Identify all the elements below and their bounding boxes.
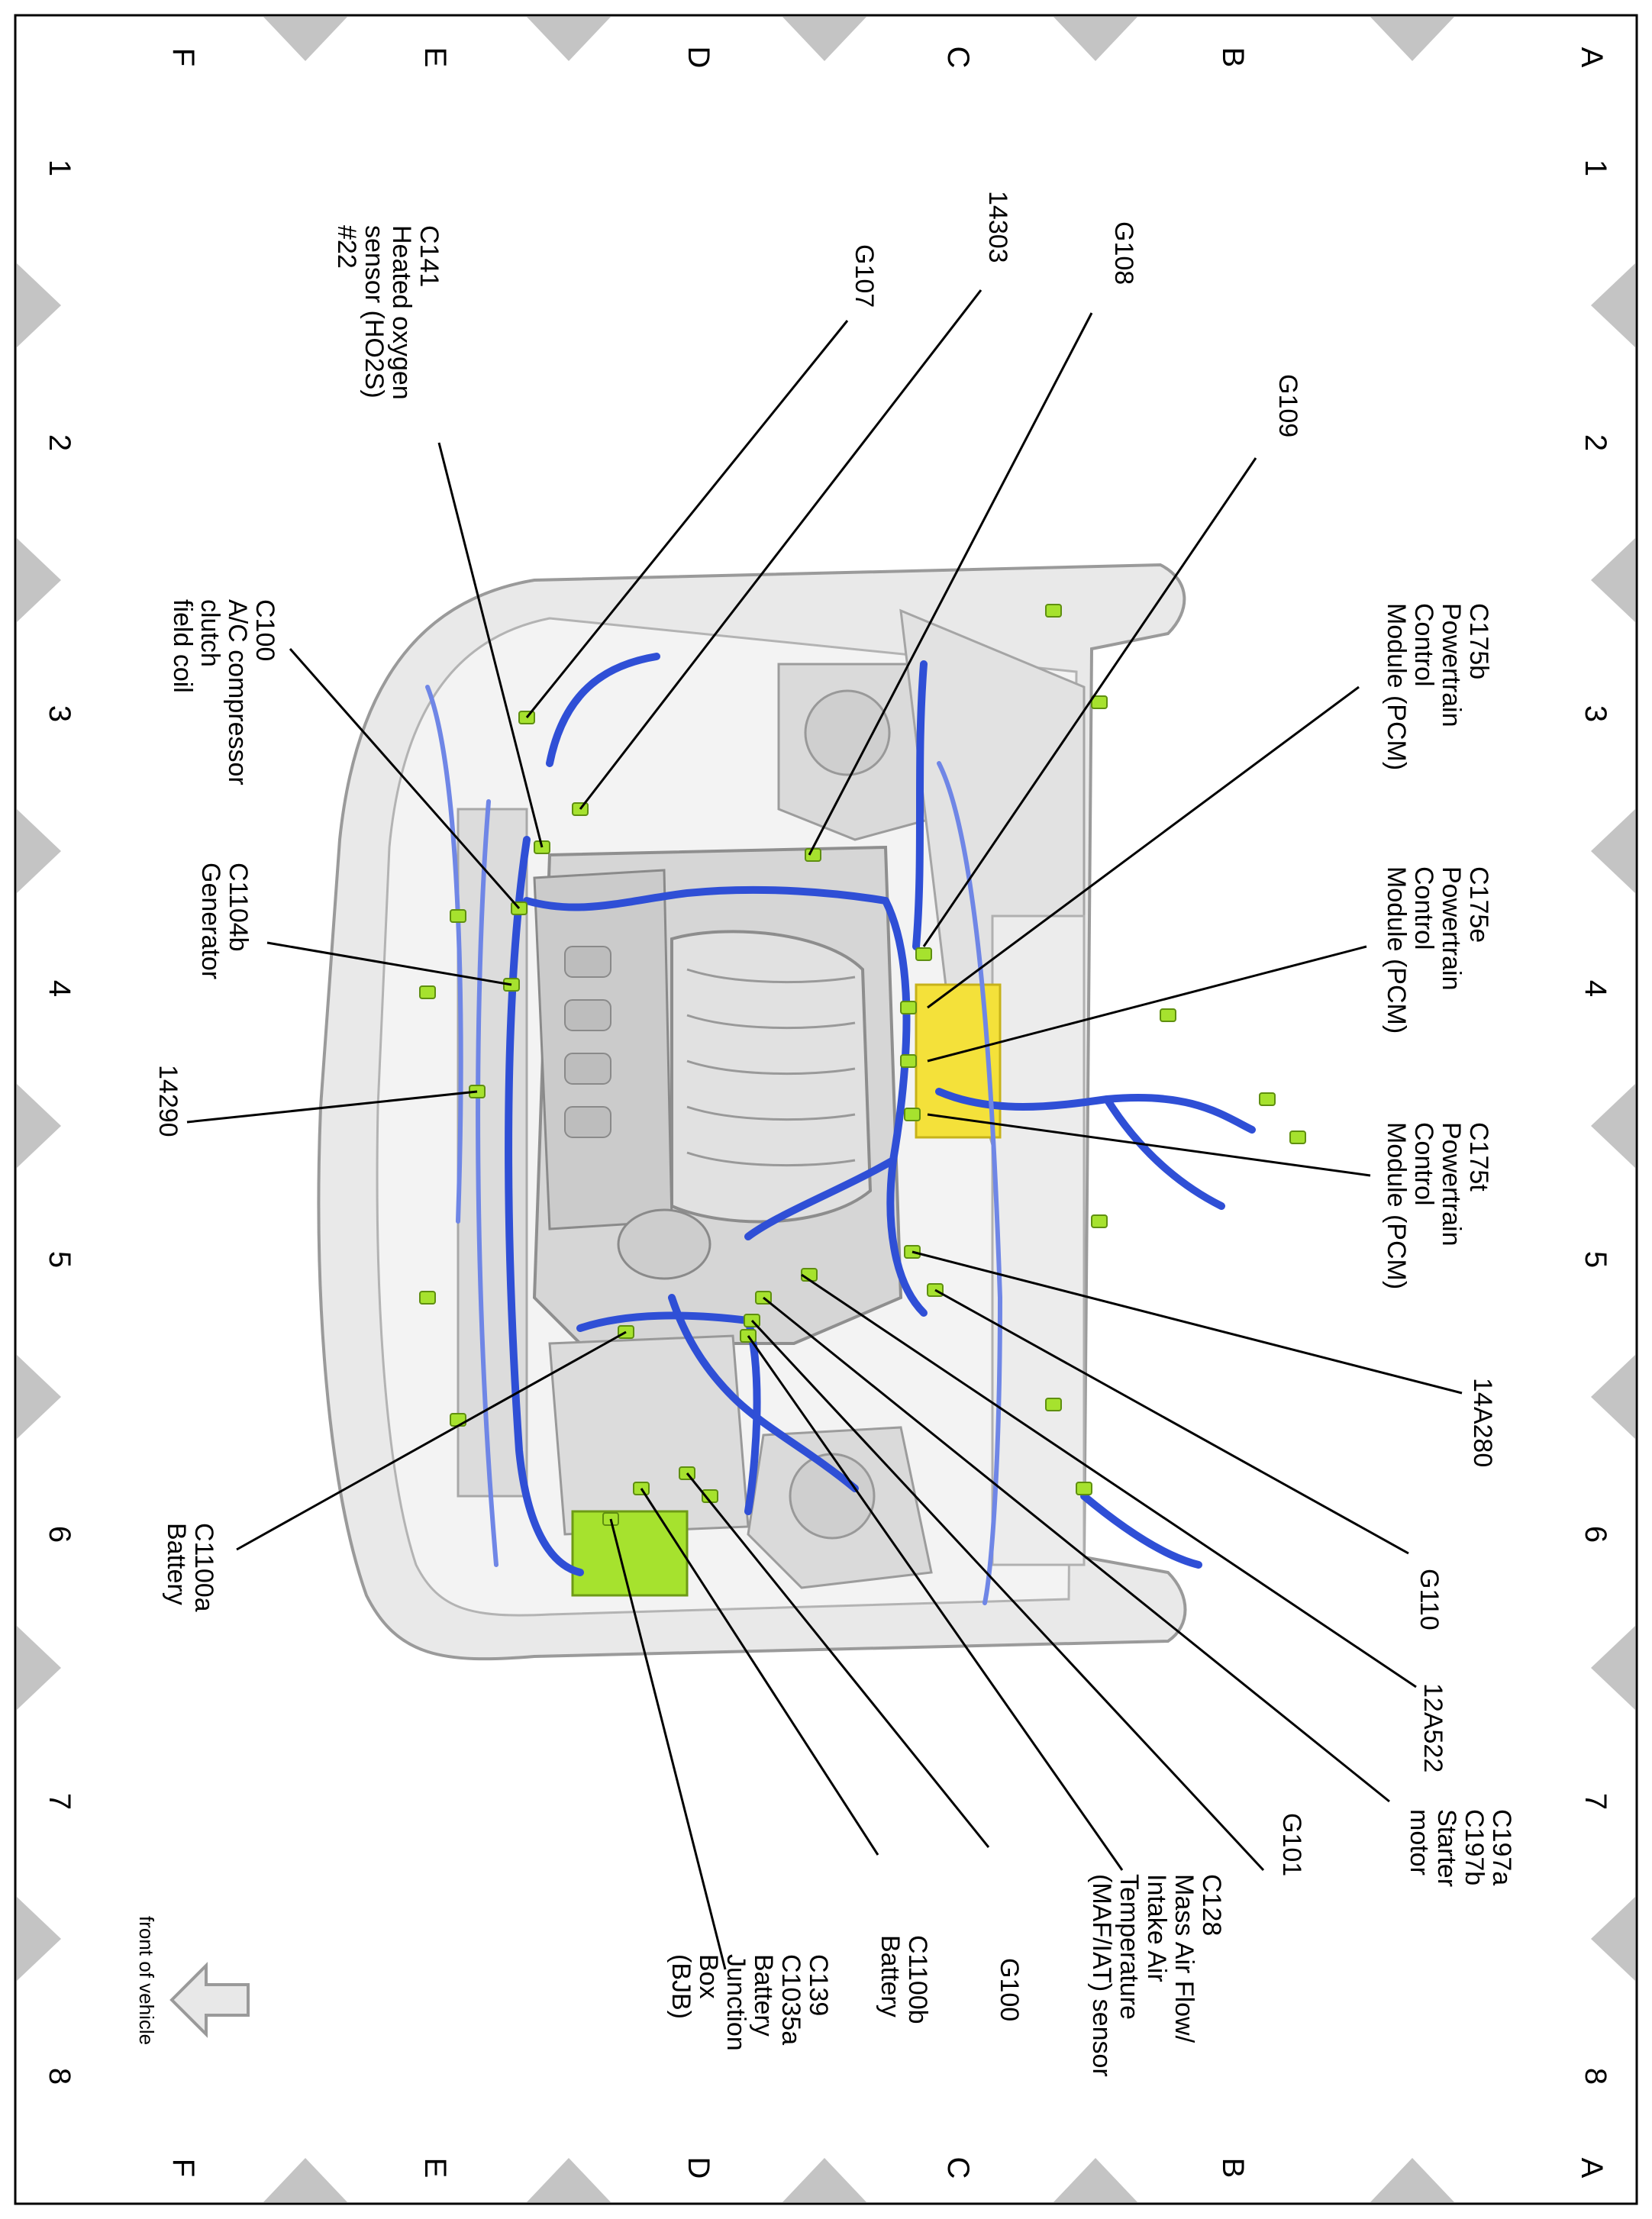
grid-chevron-left — [17, 809, 61, 893]
strut-mount-left — [804, 689, 891, 776]
callout-c175b: C175b Powertrain Control Module (PCM) — [1382, 603, 1493, 771]
connector-plug — [904, 1108, 921, 1121]
callout-c175t: C175t Powertrain Control Module (PCM) — [1382, 1122, 1493, 1290]
callout-g100: G100 — [995, 1958, 1024, 2022]
callout-g101: G101 — [1277, 1813, 1306, 1877]
grid-chevron-right — [1591, 1626, 1635, 1710]
callout-14a280: 14A280 — [1468, 1378, 1497, 1468]
callout-c139: C139 C1035a Battery Junction Box (BJB) — [666, 1954, 833, 2051]
callout-g109: G109 — [1273, 374, 1302, 438]
grid-chevron-right — [1591, 1355, 1635, 1439]
callout-g107: G107 — [850, 244, 879, 308]
wiring-harness-light — [425, 685, 1003, 1605]
connector-plug — [1259, 1092, 1276, 1106]
connector-plug — [419, 1291, 436, 1305]
callout-g108: G108 — [1109, 221, 1138, 285]
grid-chevron-left — [17, 263, 61, 347]
grid-chevron-top — [1053, 17, 1137, 61]
intake-runners — [686, 968, 856, 1167]
connector-plug — [1091, 1214, 1108, 1228]
grid-chevron-bottom — [1370, 2158, 1454, 2202]
grid-chevron-left — [17, 1084, 61, 1168]
callout-c128: C128 Mass Air Flow/ Intake Air Temperatu… — [1087, 1874, 1226, 2077]
grid-chevron-bottom — [782, 2158, 866, 2202]
grid-chevron-top — [782, 17, 866, 61]
front-arrow-icon — [169, 1962, 250, 2038]
grid-chevron-left — [17, 538, 61, 622]
front-of-vehicle-label: front of vehicle — [135, 1916, 158, 2046]
callout-12a522: 12A522 — [1418, 1683, 1447, 1773]
callout-c141: C141 Heated oxygen sensor (HO2S) #22 — [332, 225, 444, 400]
grid-chevron-bottom — [263, 2158, 347, 2202]
grid-chevron-bottom — [527, 2158, 611, 2202]
connector-plug — [1160, 1008, 1176, 1022]
grid-chevron-right — [1591, 263, 1635, 347]
grid-chevron-top — [527, 17, 611, 61]
throttle-body — [617, 1208, 711, 1280]
connector-plug — [1289, 1130, 1306, 1144]
callout-c1100b: C1100b Battery — [876, 1935, 932, 2024]
connector-plug — [450, 909, 466, 923]
connector-plug — [1076, 1482, 1092, 1495]
grid-chevron-right — [1591, 1897, 1635, 1981]
connector-plug — [900, 1054, 917, 1068]
grid-chevron-bottom — [1053, 2158, 1137, 2202]
callout-c1100a: C1100a Battery — [162, 1523, 218, 1612]
grid-chevron-top — [1370, 17, 1454, 61]
air-box — [548, 1334, 750, 1536]
callout-14303: 14303 — [983, 191, 1012, 263]
connector-plug — [915, 947, 932, 961]
battery-junction-box — [571, 1510, 689, 1597]
grid-chevron-right — [1591, 538, 1635, 622]
connector-plug — [1045, 604, 1062, 618]
connector-plug — [419, 985, 436, 999]
connector-plug — [1045, 1398, 1062, 1411]
intake-manifold — [670, 930, 873, 1224]
callout-c175e: C175e Powertrain Control Module (PCM) — [1382, 866, 1493, 1034]
connector-plug — [1091, 695, 1108, 709]
grid-chevron-left — [17, 1355, 61, 1439]
callout-g110: G110 — [1415, 1569, 1444, 1630]
callout-c1104b: C1104b Generator — [196, 863, 253, 980]
callout-c100: C100 A/C compressor clutch field coil — [168, 599, 279, 785]
callout-c197: C197a C197b Starter motor — [1405, 1809, 1516, 1888]
grid-chevron-right — [1591, 809, 1635, 893]
grid-chevron-top — [263, 17, 347, 61]
coil-packs — [564, 946, 611, 1138]
grid-chevron-left — [17, 1626, 61, 1710]
outer-border — [14, 14, 1638, 2205]
grid-chevron-left — [17, 1897, 61, 1981]
connector-plug — [900, 1001, 917, 1014]
grid-chevron-right — [1591, 1084, 1635, 1168]
callout-14290: 14290 — [153, 1065, 182, 1137]
